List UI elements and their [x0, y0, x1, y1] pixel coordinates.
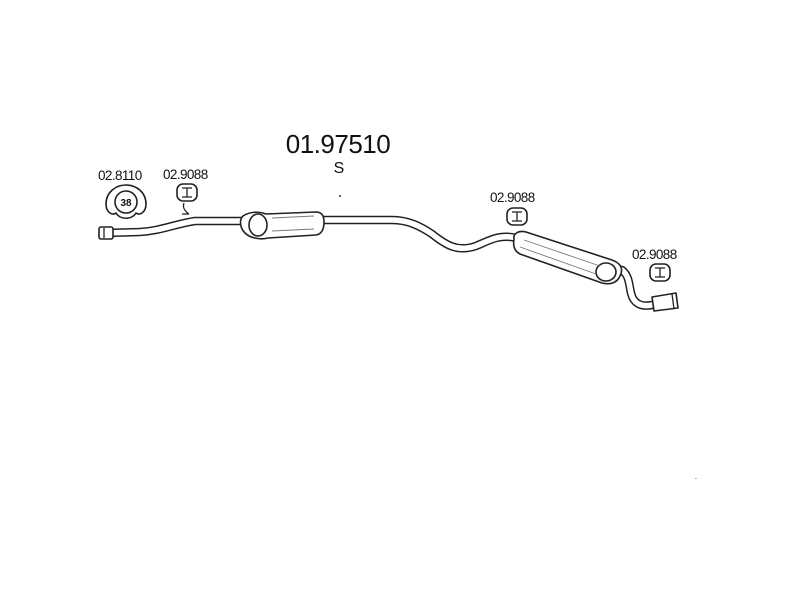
clamp-size-label: 38: [120, 198, 132, 209]
variant-label: S: [334, 160, 345, 177]
inlet-flange: [98, 226, 114, 240]
rubber-hanger-middle-icon: [506, 207, 528, 226]
exhaust-pipe: [98, 215, 665, 310]
hanger-middle-part-number: 02.9088: [490, 190, 535, 205]
rubber-hanger-rear-icon: [649, 263, 671, 282]
clamp-icon: 38: [105, 184, 147, 220]
clamp-part-number: 02.8110: [98, 168, 142, 183]
hanger-rear-part-number: 02.9088: [632, 247, 677, 262]
rear-silencer: [512, 230, 623, 285]
rubber-hanger-front-icon: [176, 183, 198, 215]
corner-mark: ·: [695, 474, 698, 483]
center-silencer: [239, 211, 325, 240]
hanger-front-part-number: 02.9088: [163, 167, 208, 182]
part-number-title: 01.97510: [286, 129, 390, 159]
tailpipe-tip: [651, 292, 679, 312]
center-dot: [339, 195, 341, 197]
